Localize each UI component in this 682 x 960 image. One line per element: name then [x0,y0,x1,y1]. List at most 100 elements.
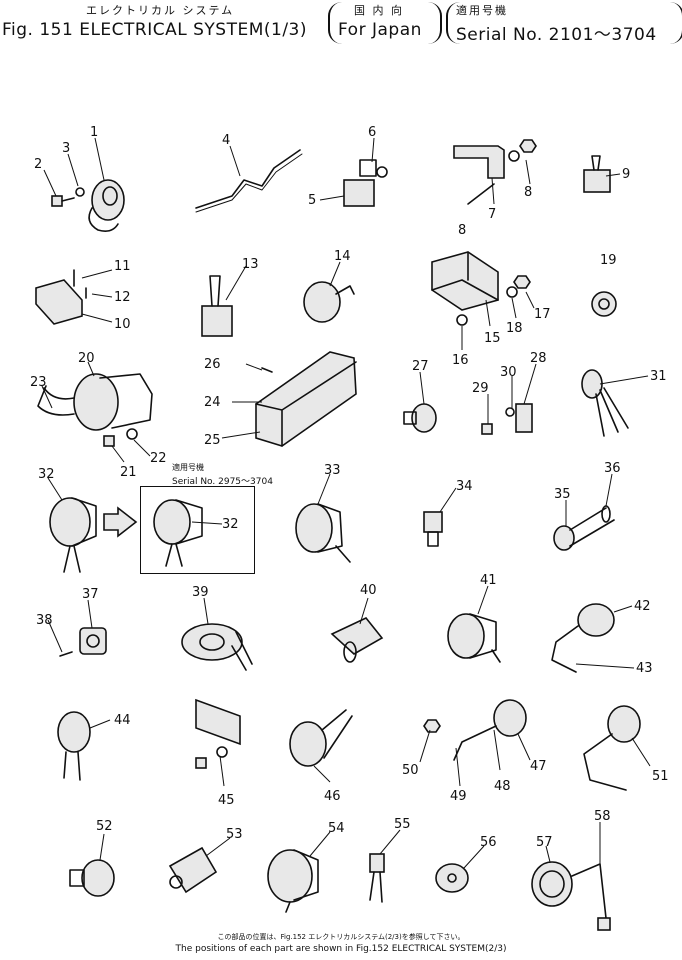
part-nut [513,275,531,289]
callout-33: 33 [324,463,341,478]
callout-55: 55 [394,817,411,832]
callout-8b: 8 [458,223,466,238]
part-screw [261,367,273,373]
callout-4: 4 [222,133,230,148]
part-rear-work-lamp [267,849,319,913]
footer-note-japanese: この部品の位置は、Fig.152 エレクトリカルシステム(2/3)を参照して下さ… [217,933,465,941]
callout-52: 52 [96,819,113,834]
callout-11: 11 [114,259,131,274]
callout-22: 22 [150,451,167,466]
callout-1: 1 [90,125,98,140]
part-temperature-gauge [583,705,641,791]
callout-29: 29 [472,381,489,396]
part-tachometer [423,699,527,761]
callout-7: 7 [488,207,496,222]
callout-21: 21 [120,465,137,480]
part-battery-box [431,251,499,311]
part-heater-blower [37,373,153,431]
callout-38: 38 [36,613,53,628]
part-wire-harness [195,149,301,209]
callout-27: 27 [412,359,429,374]
callout-23: 23 [30,375,47,390]
callout-10: 10 [114,317,131,332]
callout-37: 37 [82,587,99,602]
callout-12: 12 [114,290,131,305]
variant-inset-box [140,486,255,574]
part-bolt [481,423,493,435]
callout-34: 34 [456,479,473,494]
inset-serial-japanese: 適用号機 [172,463,204,472]
part-gauge-variant [153,499,203,567]
part-work-lamp [295,503,351,563]
part-bolt [51,195,75,207]
callout-24: 24 [204,395,221,410]
callout-2: 2 [34,157,42,172]
part-head-lamp [447,613,501,663]
serial-bracket [446,2,682,44]
part-washer [216,746,228,758]
part-toggle-switch [583,155,611,193]
callout-53: 53 [226,827,243,842]
part-bolt [467,183,495,205]
market-bracket [328,2,442,44]
callout-5: 5 [308,193,316,208]
callout-15: 15 [484,331,501,346]
callout-32: 32 [38,467,55,482]
callout-51: 51 [652,769,669,784]
callout-39: 39 [192,585,209,600]
callout-9: 9 [622,167,630,182]
callout-20: 20 [78,351,95,366]
inset-callout-32: 32 [222,517,239,532]
callout-26: 26 [204,357,221,372]
part-cap [435,863,469,893]
callout-58: 58 [594,809,611,824]
part-gauge-sender [551,603,615,673]
callout-54: 54 [328,821,345,836]
part-lamp-bracket [330,617,384,663]
part-flasher [69,859,115,897]
part-control-box [255,351,357,447]
part-horn [88,179,125,232]
variant-arrow [103,506,138,538]
callout-13: 13 [242,257,259,272]
serial-range: Serial No. 2101～3704 [456,25,657,45]
callout-28: 28 [530,351,547,366]
part-beacon-lamp [57,711,91,781]
part-connector-harness [581,369,629,437]
part-washer [508,150,520,162]
callout-16: 16 [452,353,469,368]
part-pressure-switch [423,511,443,547]
callout-46: 46 [324,789,341,804]
part-gauge [49,497,97,573]
title-japanese: エレクトリカル システム [86,4,235,17]
part-washer [506,286,518,298]
part-sensor [553,505,615,551]
part-connector [369,853,385,903]
part-horn-assembly [289,709,353,767]
figure-header: エレクトリカル システム Fig. 151 ELECTRICAL SYSTEM(… [0,0,682,48]
part-washer [126,428,138,440]
callout-41: 41 [480,573,497,588]
part-washer [505,407,515,417]
footer-note: The positions of each part are shown in … [175,944,507,954]
part-fuse-box [35,279,83,325]
callout-35: 35 [554,487,571,502]
callout-17: 17 [534,307,551,322]
callout-25: 25 [204,433,221,448]
callout-42: 42 [634,599,651,614]
part-washer [75,187,85,197]
callout-57: 57 [536,835,553,850]
callout-6: 6 [368,125,376,140]
serial-japanese: 適用号機 [456,4,508,17]
callout-30: 30 [500,365,517,380]
callout-47: 47 [530,759,547,774]
market-japanese: 国 内 向 [354,4,404,17]
market-label: For Japan [338,20,422,40]
callout-14: 14 [334,249,351,264]
figure-title: Fig. 151 ELECTRICAL SYSTEM(1/3) [2,20,308,40]
part-bracket [453,145,505,179]
callout-40: 40 [360,583,377,598]
part-socket [591,291,617,317]
part-key-switch [303,281,355,323]
